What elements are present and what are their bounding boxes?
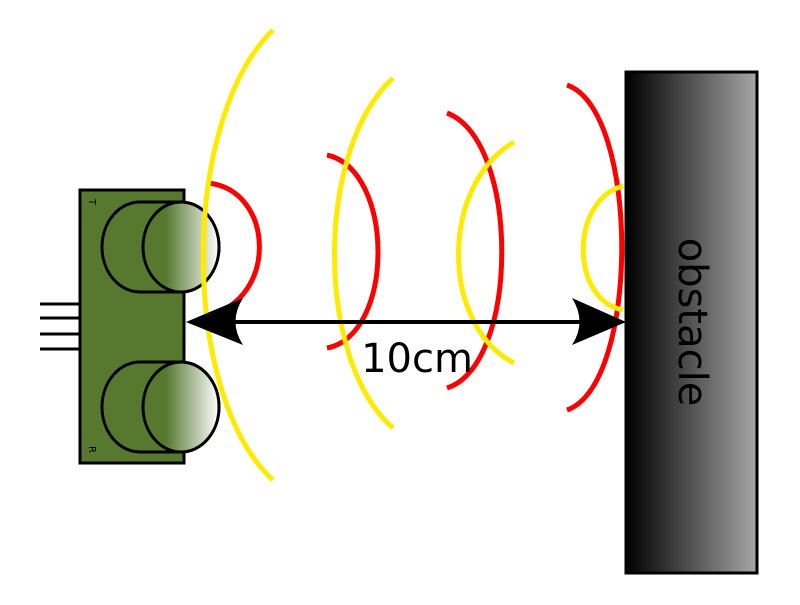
wave-yellow-4	[580, 183, 624, 313]
transmitter-letter: T	[86, 198, 97, 206]
wave-red-2	[326, 152, 381, 351]
wave-red-3	[446, 110, 505, 391]
arrowhead-right	[572, 298, 626, 345]
arrowhead-left	[186, 298, 243, 345]
receiver-cylinder	[100, 360, 221, 454]
wave-yellow-3	[456, 139, 516, 366]
obstacle-block	[624, 70, 759, 575]
distance-arrow	[186, 298, 626, 345]
sound-waves	[200, 28, 625, 482]
transmitter-cylinder	[100, 200, 221, 294]
wave-yellow-2	[332, 76, 395, 430]
receiver-letter: R	[86, 446, 97, 453]
obstacle-label: obstacle	[669, 238, 715, 407]
sensor-pins	[40, 302, 80, 351]
distance-label: 10cm	[361, 336, 473, 382]
wave-yellow-1	[200, 28, 275, 482]
wave-red-4	[566, 82, 625, 413]
